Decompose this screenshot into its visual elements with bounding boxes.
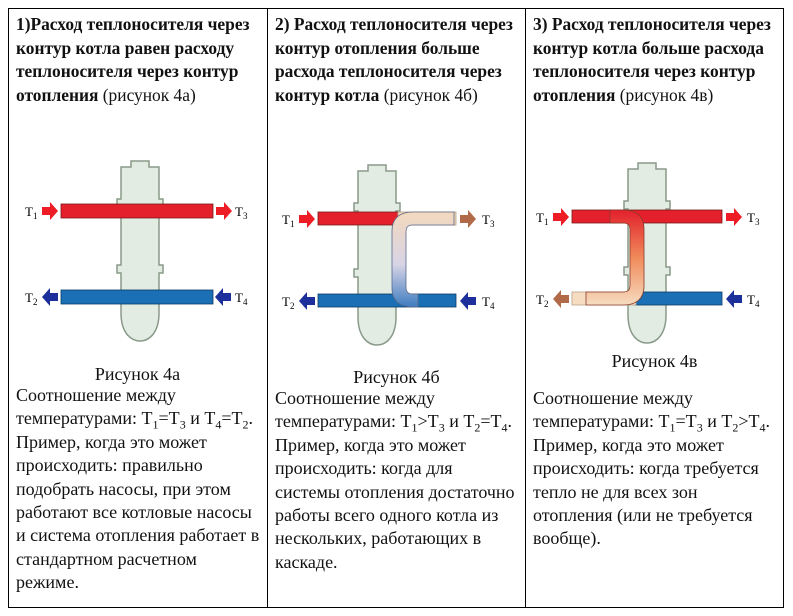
column-case-3: 3) Расход теплоносителя через контур кот… xyxy=(525,9,783,607)
label-t1: T1 xyxy=(25,204,37,221)
arrow-t1-icon xyxy=(299,210,315,228)
label-t4: T4 xyxy=(235,290,248,307)
arrow-t4-icon xyxy=(726,290,742,308)
label-t4: T4 xyxy=(747,292,760,309)
label-t1: T1 xyxy=(536,210,548,227)
cold-pipe xyxy=(317,293,457,308)
arrow-t2-icon xyxy=(553,290,569,308)
arrow-t1-icon xyxy=(42,202,58,220)
caption-4c: Рисунок 4в xyxy=(611,351,698,371)
arrow-t4-icon xyxy=(215,288,231,306)
comparison-table: 1)Расход теплоносителя через контур котл… xyxy=(8,8,784,608)
description-case-2: Соотношение между температурами: Т1>Т3 и… xyxy=(275,388,515,572)
cold-pipe xyxy=(633,291,723,306)
label-t3: T3 xyxy=(235,204,248,221)
separator-body xyxy=(116,160,164,342)
label-t3: T3 xyxy=(482,212,495,229)
label-t2: T2 xyxy=(536,292,548,309)
arrow-t4-icon xyxy=(460,292,476,310)
arrow-t1-icon xyxy=(553,208,569,226)
bypass-pipe xyxy=(391,211,455,308)
description-case-3: Соотношение между температурами: Т1=Т3 и… xyxy=(533,388,770,549)
bypass-pipe xyxy=(585,209,645,306)
figure-4b: T1 T3 T2 T4 xyxy=(282,164,495,346)
heading-case-2: 2) Расход теплоносителя через контур ото… xyxy=(275,14,513,105)
label-t2: T2 xyxy=(282,294,294,311)
label-t3: T3 xyxy=(747,210,760,227)
caption-4b: Рисунок 4б xyxy=(353,367,440,387)
label-t4: T4 xyxy=(482,294,495,311)
cold-pipe xyxy=(60,289,214,305)
column-case-1: 1)Расход теплоносителя через контур котл… xyxy=(9,9,267,607)
arrow-t3-icon xyxy=(460,210,476,228)
arrow-t3-icon xyxy=(726,208,742,226)
hot-pipe xyxy=(571,209,723,224)
label-t1: T1 xyxy=(282,212,294,229)
figure-4c: T1 T3 T2 T4 xyxy=(536,162,760,344)
arrow-t3-icon xyxy=(216,202,232,220)
heading-case-3: 3) Расход теплоносителя через контур кот… xyxy=(533,14,771,105)
label-t2: T2 xyxy=(25,290,37,307)
hot-pipe xyxy=(60,203,214,219)
column-case-2: 2) Расход теплоносителя через контур ото… xyxy=(267,9,525,607)
arrow-t2-icon xyxy=(42,288,58,306)
heading-case-1: 1)Расход теплоносителя через контур котл… xyxy=(16,14,250,105)
figure-4a: T1 T3 T2 T4 xyxy=(25,160,248,342)
caption-4a: Рисунок 4а xyxy=(94,364,181,384)
description-case-1: Соотношение между температурами: Т1=Т3 и… xyxy=(16,385,260,593)
hot-pipe xyxy=(317,211,399,226)
arrow-t2-icon xyxy=(299,292,315,310)
